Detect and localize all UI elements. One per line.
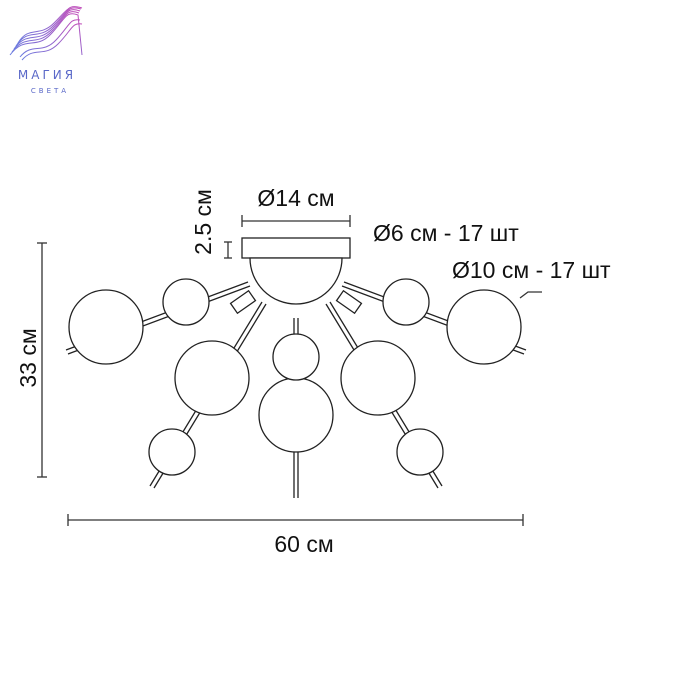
- socket-right: [335, 289, 363, 315]
- logo-sub: СВЕТА: [31, 87, 69, 95]
- total-width-label: 60 см: [274, 531, 333, 557]
- dimension-lines: [37, 215, 542, 526]
- logo-brand: МАГИЯ: [18, 68, 76, 82]
- socket-left: [229, 289, 257, 315]
- total-height-label: 33 см: [15, 328, 41, 387]
- dome: [249, 257, 343, 305]
- logo-waves: [9, 6, 83, 61]
- canopy-height-label: 2.5 см: [190, 189, 216, 255]
- canopy-diameter-label: Ø14 см: [257, 185, 334, 211]
- lamp-drawing: [65, 237, 527, 498]
- canopy: [241, 237, 351, 259]
- large-shade-label: Ø10 см - 17 шт: [452, 257, 611, 283]
- small-shade-label: Ø6 см - 17 шт: [373, 220, 519, 246]
- small-shades: [148, 278, 444, 476]
- large-shades: [68, 289, 522, 453]
